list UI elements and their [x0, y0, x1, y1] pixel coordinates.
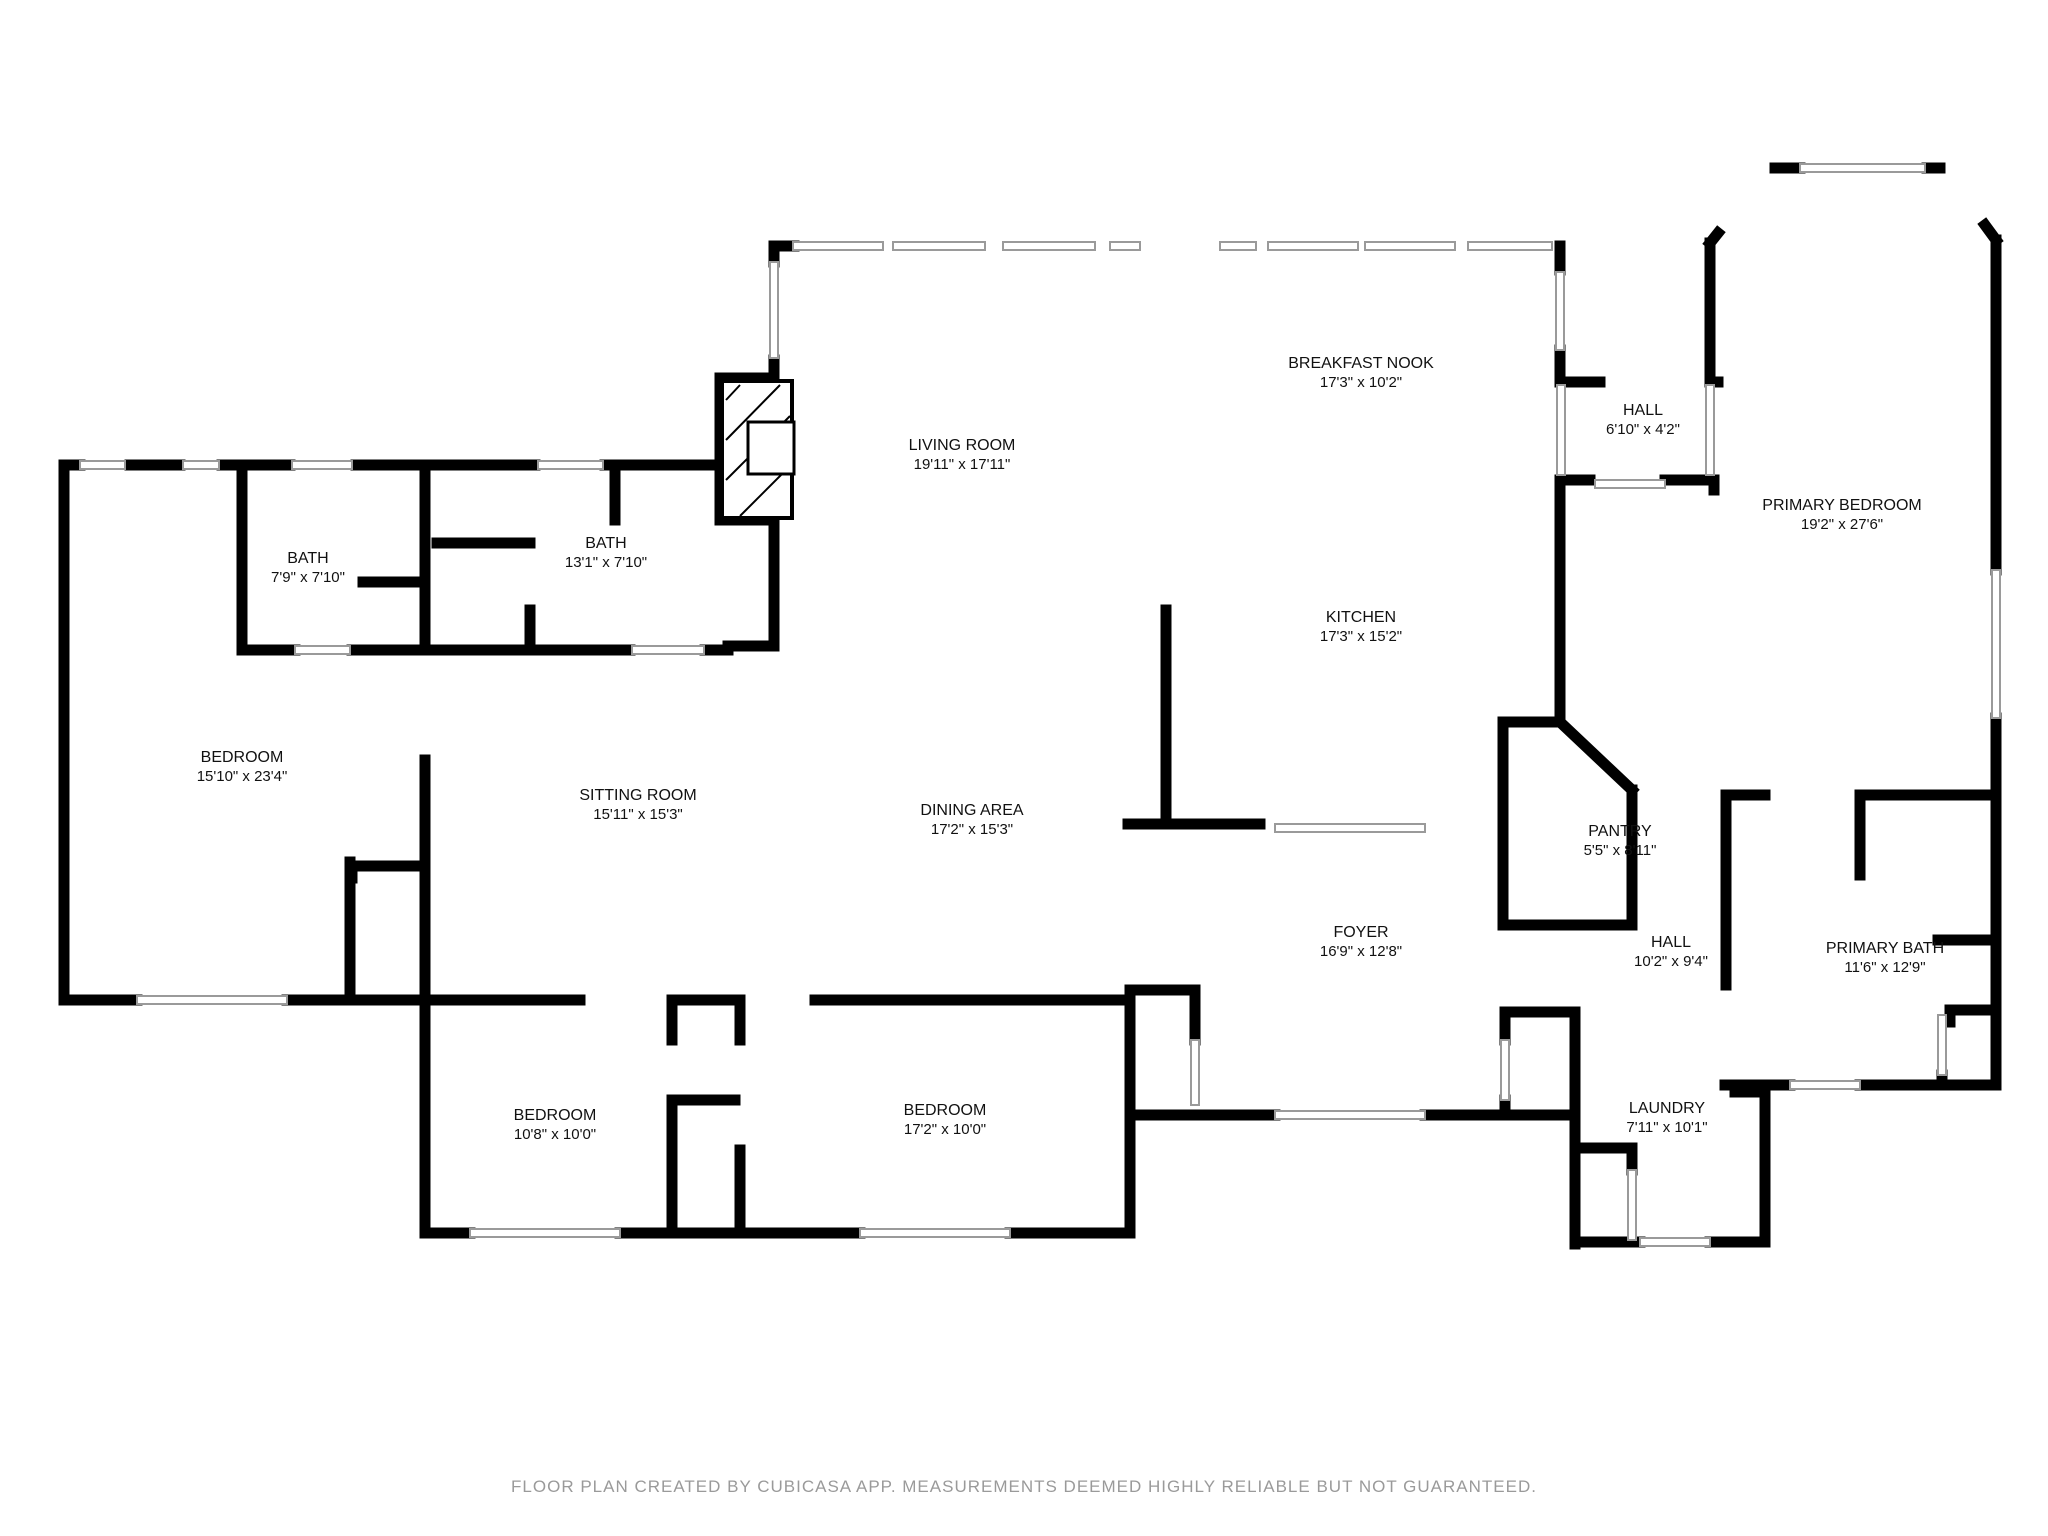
room-name-primary-bath: PRIMARY BATH [1826, 940, 1944, 957]
room-dims-kitchen: 17'3" x 15'2" [1320, 628, 1402, 645]
footer-disclaimer: FLOOR PLAN CREATED BY CUBICASA APP. MEAS… [511, 1477, 1537, 1496]
room-name-foyer: FOYER [1333, 924, 1388, 941]
walls [58, 162, 2004, 1250]
room-labels: LIVING ROOM 19'11" x 17'11" BREAKFAST NO… [197, 355, 1944, 1143]
room-name-bedroom-west: BEDROOM [201, 749, 284, 766]
room-name-hall-upper: HALL [1623, 402, 1663, 419]
room-name-dining-area: DINING AREA [920, 802, 1023, 819]
room-dims-laundry: 7'11" x 10'1" [1626, 1119, 1707, 1136]
room-dims-foyer: 16'9" x 12'8" [1320, 943, 1402, 960]
room-dims-sitting-room: 15'11" x 15'3" [593, 806, 683, 823]
room-dims-breakfast-nook: 17'3" x 10'2" [1320, 374, 1402, 391]
room-name-bedroom-mid: BEDROOM [904, 1102, 987, 1119]
room-name-hall-lower: HALL [1651, 934, 1691, 951]
room-name-kitchen: KITCHEN [1326, 609, 1396, 626]
room-name-bath-small: BATH [287, 550, 328, 567]
room-dims-hall-lower: 10'2" x 9'4" [1634, 953, 1708, 970]
room-dims-primary-bath: 11'6" x 12'9" [1844, 959, 1925, 976]
fireplace [720, 379, 796, 520]
room-dims-bedroom-mid: 17'2" x 10'0" [904, 1121, 986, 1138]
room-dims-dining-area: 17'2" x 15'3" [931, 821, 1013, 838]
room-dims-pantry: 5'5" x 8'11" [1584, 842, 1657, 859]
room-name-primary-bedroom: PRIMARY BEDROOM [1762, 497, 1921, 514]
windows [79, 163, 2001, 1247]
room-dims-hall-upper: 6'10" x 4'2" [1606, 421, 1680, 438]
room-dims-bath-small: 7'9" x 7'10" [271, 569, 345, 586]
room-dims-bedroom-small: 10'8" x 10'0" [514, 1126, 596, 1143]
room-name-living-room: LIVING ROOM [909, 437, 1016, 454]
room-dims-bedroom-west: 15'10" x 23'4" [197, 768, 288, 785]
room-name-breakfast-nook: BREAKFAST NOOK [1288, 355, 1434, 372]
room-dims-living-room: 19'11" x 17'11" [914, 456, 1011, 473]
room-dims-bath-large: 13'1" x 7'10" [565, 554, 647, 571]
room-name-bath-large: BATH [585, 535, 626, 552]
room-name-laundry: LAUNDRY [1629, 1100, 1706, 1117]
room-dims-primary-bedroom: 19'2" x 27'6" [1801, 516, 1883, 533]
room-name-pantry: PANTRY [1588, 823, 1652, 840]
room-name-sitting-room: SITTING ROOM [579, 787, 696, 804]
room-name-bedroom-small: BEDROOM [514, 1107, 597, 1124]
